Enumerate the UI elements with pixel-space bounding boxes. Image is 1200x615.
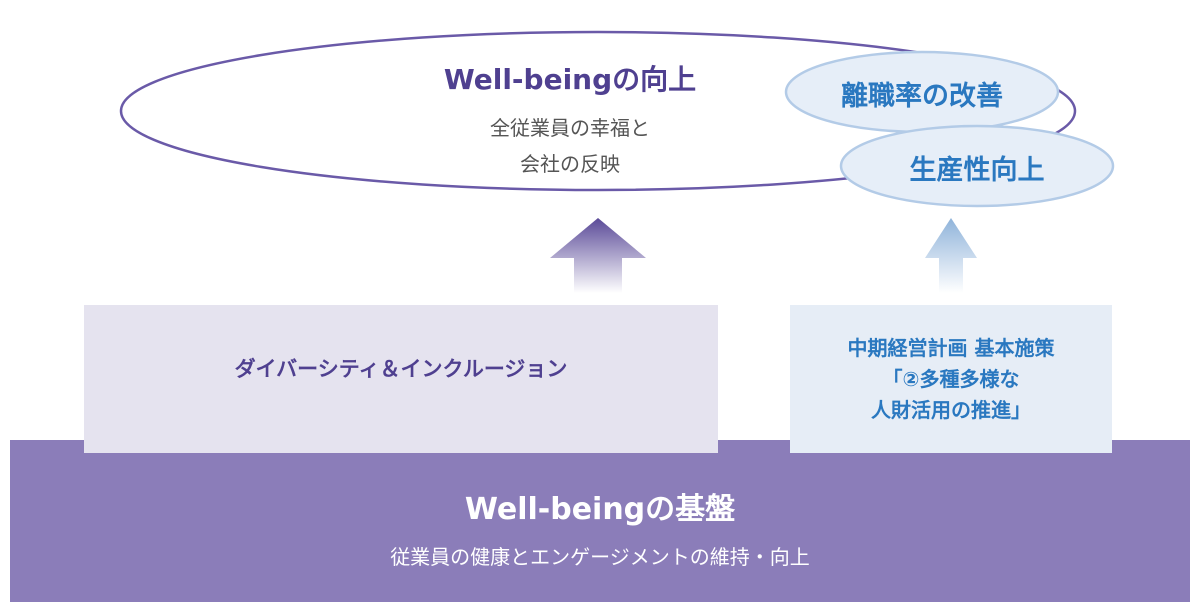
plan-pillar-line2: 「②多種多様な bbox=[882, 366, 1020, 391]
wellbeing-goal-subtitle-line1: 全従業員の幸福と bbox=[490, 116, 650, 140]
turnover-bubble-label: 離職率の改善 bbox=[841, 81, 1003, 112]
dei-pillar-label: ダイバーシティ＆インクルージョン bbox=[234, 357, 568, 381]
wellbeing-foundation bbox=[10, 440, 1190, 602]
dei-pillar: ダイバーシティ＆インクルージョン bbox=[84, 305, 718, 453]
productivity-bubble bbox=[839, 124, 1115, 208]
wellbeing-goal-title: Well-beingの向上 bbox=[443, 63, 697, 96]
mid-term-plan-pillar: 中期経営計画 基本施策 「②多種多様な 人財活用の推進」 bbox=[790, 305, 1112, 453]
wellbeing-goal-subtitle: 全従業員の幸福と 会社の反映 bbox=[300, 110, 840, 182]
foundation-subtitle: 従業員の健康とエンゲージメントの維持・向上 bbox=[390, 545, 810, 569]
plan-pillar-line3: 人財活用の推進」 bbox=[871, 397, 1031, 422]
plan-pillar-line1: 中期経営計画 基本施策 bbox=[847, 335, 1055, 360]
foundation-title: Well-beingの基盤 bbox=[464, 492, 736, 527]
productivity-bubble-label: 生産性向上 bbox=[909, 155, 1045, 186]
wellbeing-goal-subtitle-line2: 会社の反映 bbox=[520, 152, 620, 176]
purple-up-arrow bbox=[550, 218, 646, 293]
blue-up-arrow bbox=[925, 218, 977, 293]
